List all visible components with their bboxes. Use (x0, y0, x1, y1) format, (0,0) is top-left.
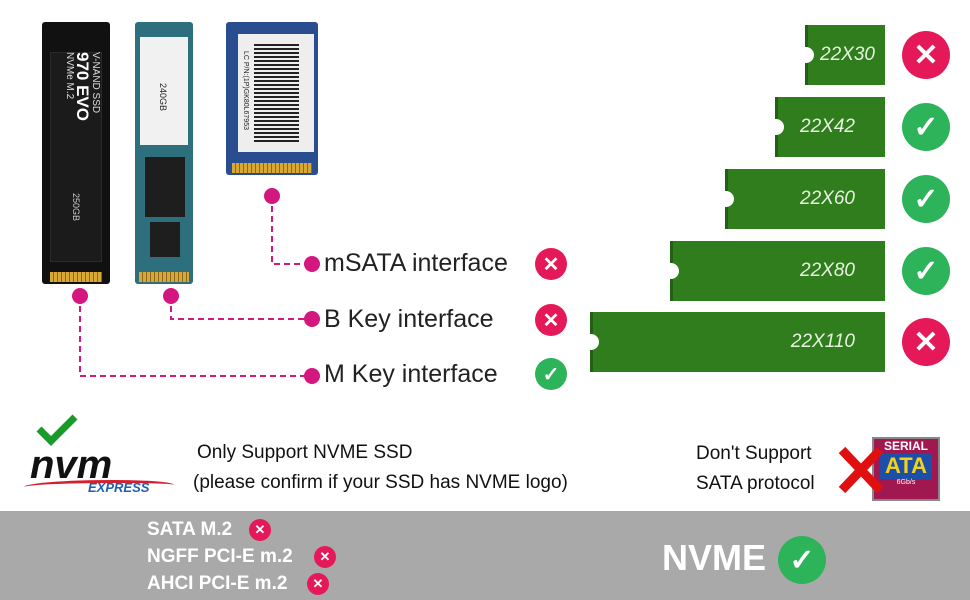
unsupported-item: AHCI PCI-E m.2 (147, 573, 288, 594)
cross-icon: ✕ (902, 318, 950, 366)
cross-icon: ✕ (307, 573, 329, 595)
sata-note-detail: SATA protocol (696, 473, 815, 494)
check-icon (36, 414, 78, 446)
nvm-express-logo: nvm EXPRESS (24, 443, 174, 496)
cross-icon: ✕ (249, 519, 271, 541)
label-dot (304, 368, 320, 384)
label-dot (304, 311, 320, 327)
check-icon: ✓ (535, 358, 567, 390)
cross-icon: ✕ (314, 546, 336, 568)
logo-text: nvm (30, 443, 113, 487)
size-card-22x30: 22X30 (805, 25, 885, 85)
logo-text: 6Gb/s (896, 479, 916, 486)
msata-connector-line (271, 196, 312, 265)
msata-connector-dot (264, 188, 280, 204)
sata-note: Don't Support (696, 443, 812, 464)
size-card-22x80: 22X80 (670, 241, 885, 301)
size-card-22x110: 22X110 (590, 312, 885, 372)
m-key-interface-label: M Key interface (324, 360, 498, 388)
msata-ssd-card: LC P/N:(1P)GK80L67953 (226, 22, 318, 175)
m-key-connector-dot (72, 288, 88, 304)
unsupported-item: SATA M.2 (147, 519, 233, 540)
b-key-connector-dot (163, 288, 179, 304)
label-dot (304, 256, 320, 272)
size-card-22x60: 22X60 (725, 169, 885, 229)
b-key-connector-line (170, 296, 312, 320)
unsupported-item: NGFF PCI-E m.2 (147, 546, 293, 567)
connector-lines (79, 196, 312, 377)
size-card-22x42: 22X42 (775, 97, 885, 157)
m-key-connector-line (79, 296, 312, 377)
check-icon: ✓ (902, 175, 950, 223)
cross-icon: ✕ (902, 31, 950, 79)
check-icon: ✓ (778, 536, 826, 584)
b-key-ssd-card: 240GB (135, 22, 193, 284)
check-icon: ✓ (902, 247, 950, 295)
cross-icon: ✕ (535, 304, 567, 336)
nvme-ssd-card: V-NAND SSD 970 EVO NVMe M.2 250GB (42, 22, 110, 284)
logo-subtext: EXPRESS (88, 480, 150, 495)
check-icon: ✓ (902, 103, 950, 151)
serial-ata-logo: SERIAL ATA 6Gb/s (872, 437, 940, 501)
supported-item: NVME (662, 537, 767, 578)
logo-text: SERIAL (883, 439, 928, 453)
cross-icon (838, 446, 884, 494)
msata-interface-label: mSATA interface (324, 249, 508, 277)
support-note: Only Support NVME SSD (197, 442, 413, 463)
b-key-interface-label: B Key interface (324, 305, 494, 333)
cross-icon: ✕ (535, 248, 567, 280)
support-note-detail: (please confirm if your SSD has NVME log… (193, 472, 568, 493)
logo-text: ATA (880, 453, 932, 479)
